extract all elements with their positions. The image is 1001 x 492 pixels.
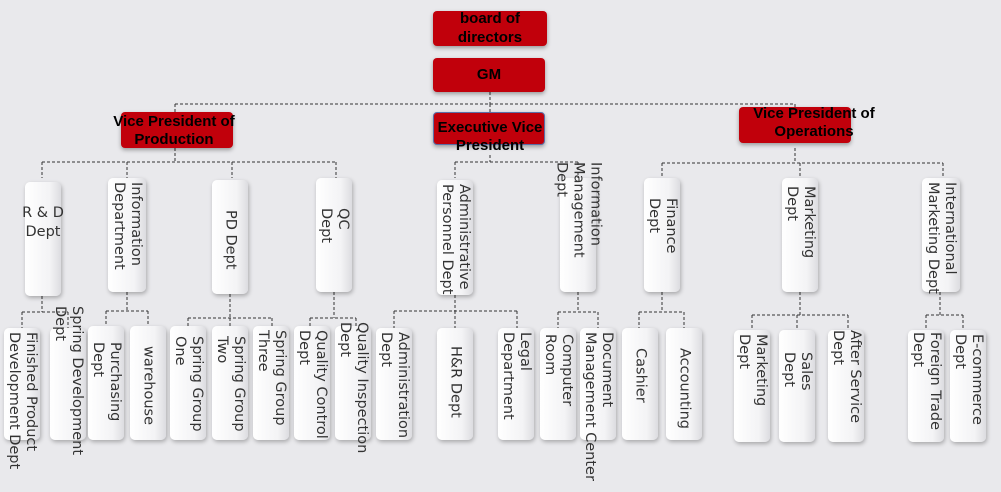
unit-document-management: Document Management Center <box>580 328 616 481</box>
board-box <box>433 11 547 46</box>
unit-warehouse-label: warehouse <box>140 346 157 426</box>
dept-information-label: Information Department <box>111 182 144 270</box>
dept-finance: Finance Dept <box>644 178 680 292</box>
unit-spring-group-three: Spring Group Three <box>253 326 289 440</box>
unit-ecommerce: E-commerce Dept <box>950 330 986 442</box>
unit-foreign-trade-label: Foreign Trade Dept <box>910 332 943 430</box>
dept-marketing-label: Marketing Dept <box>784 186 817 259</box>
dept-rd: R & D Dept <box>22 182 64 296</box>
gm-box <box>433 58 545 92</box>
dept-qc: QC Dept <box>316 178 352 292</box>
unit-hr: H&R Dept <box>437 328 473 440</box>
unit-administration: Administration Dept <box>376 328 412 440</box>
connector-rd <box>21 296 69 328</box>
dept-information-management: Information Management Dept <box>554 162 604 292</box>
connector-admin <box>393 295 518 328</box>
connector-finance <box>638 292 685 328</box>
dept-qc-label: QC Dept <box>318 208 351 243</box>
unit-accounting: Accounting <box>666 328 702 440</box>
unit-quality-control-label: Quality Control Dept <box>296 330 329 439</box>
dept-admin-personnel: Administrative Personnel Dept <box>437 180 473 295</box>
unit-quality-control: Quality Control Dept <box>294 326 330 440</box>
connector-info-mgmt <box>557 292 599 328</box>
dept-international-marketing: International Marketing Dept <box>922 178 960 294</box>
unit-finished-product-development: Finished Product Development Dept <box>4 328 40 469</box>
dept-international-marketing-label: International Marketing Dept <box>925 182 958 294</box>
unit-quality-inspection: Quality Inspection Dept <box>335 322 371 453</box>
unit-sales-label: Sales Dept <box>781 352 814 391</box>
unit-cashier: Cashier <box>622 328 658 440</box>
unit-spring-group-one: Spring Group One <box>170 326 206 440</box>
unit-administration-label: Administration Dept <box>378 332 411 439</box>
vp-executive-box <box>433 112 545 145</box>
unit-ecommerce-label: E-commerce Dept <box>952 334 985 425</box>
vp-executive-label: Executive Vice President <box>437 119 543 154</box>
connector-info-dept <box>105 292 149 326</box>
unit-after-service-label: After Service Dept <box>830 330 863 424</box>
connector-pd <box>187 294 273 326</box>
dept-pd-label: PD Dept <box>222 210 239 270</box>
unit-legal: Legal Department <box>498 328 534 440</box>
connector-gm <box>174 92 796 112</box>
dept-rd-label: R & D Dept <box>22 205 64 240</box>
unit-spring-group-two: Spring Group Two <box>212 326 248 440</box>
unit-computer-room-label: Computer Room <box>542 334 575 407</box>
dept-information: Information Department <box>108 178 146 292</box>
unit-spring-group-two-label: Spring Group Two <box>214 336 247 432</box>
vp-operations-label: Vice President of Operations <box>753 105 875 140</box>
dept-information-management-label: Information Management Dept <box>553 162 604 258</box>
unit-accounting-label: Accounting <box>676 348 693 429</box>
dept-marketing: Marketing Dept <box>782 178 818 292</box>
vp-operations-box <box>739 107 851 143</box>
unit-legal-label: Legal Department <box>500 332 533 420</box>
unit-spring-development: Spring Development Dept <box>50 306 86 455</box>
unit-quality-inspection-label: Quality Inspection Dept <box>337 322 370 454</box>
unit-after-service: After Service Dept <box>828 330 864 442</box>
unit-sales: Sales Dept <box>779 330 815 442</box>
connector-marketing <box>751 292 849 330</box>
unit-spring-development-label: Spring Development Dept <box>52 306 85 456</box>
board-label: board of directors <box>457 10 523 46</box>
vp-production-label: Vice President of Production <box>113 113 235 148</box>
unit-spring-group-three-label: Spring Group Three <box>255 330 288 426</box>
unit-marketing: Marketing Dept <box>734 330 770 442</box>
unit-spring-group-one-label: Spring Group One <box>172 336 205 432</box>
connector-operations <box>661 148 944 178</box>
unit-purchasing: Purchasing Dept <box>88 326 124 440</box>
connector-production <box>41 148 337 178</box>
dept-admin-personnel-label: Administrative Personnel Dept <box>439 184 472 295</box>
dept-finance-label: Finance Dept <box>646 198 679 254</box>
unit-warehouse: warehouse <box>130 326 166 440</box>
connector-qc <box>309 292 357 326</box>
connector-executive <box>454 155 579 178</box>
unit-finished-product-development-label: Finished Product Development Dept <box>6 332 39 470</box>
dept-pd: PD Dept <box>212 180 248 294</box>
unit-foreign-trade: Foreign Trade Dept <box>908 330 944 442</box>
unit-purchasing-label: Purchasing Dept <box>90 342 123 422</box>
unit-cashier-label: Cashier <box>632 348 649 403</box>
unit-hr-label: H&R Dept <box>447 346 464 418</box>
connector-intl <box>925 292 964 330</box>
vp-production-box <box>121 112 233 148</box>
unit-marketing-label: Marketing Dept <box>736 334 769 407</box>
gm-label: GM <box>476 66 502 83</box>
unit-computer-room: Computer Room <box>540 328 576 440</box>
unit-document-management-label: Document Management Center <box>582 332 615 481</box>
